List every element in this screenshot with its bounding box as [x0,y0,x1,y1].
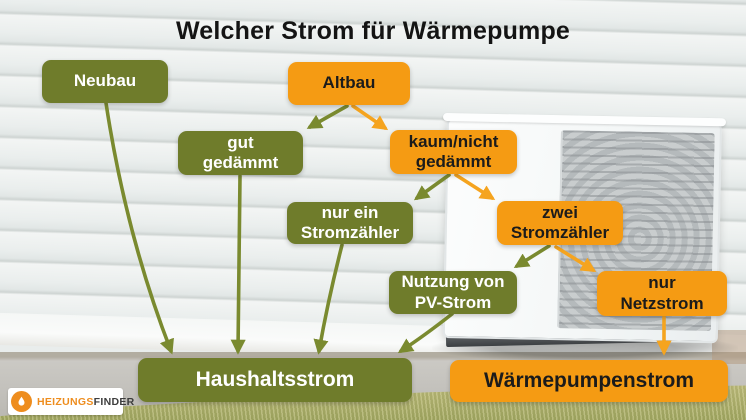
edge-zwei-stromzaehler-nur-netzstrom [554,245,597,272]
node-zwei-stromzaehler: zwei Stromzähler [497,201,623,245]
node-gut-gedaemmt: gut gedämmt [178,131,303,175]
edge-gut-gedaemmt-haushaltsstrom [230,174,246,355]
node-haushaltsstrom: Haushaltsstrom [138,358,412,402]
node-neubau: Neubau [42,60,168,103]
edge-kaum-nicht-gedaemmt-nur-ein-stromzaehler [413,173,451,201]
edge-altbau-gut-gedaemmt [306,104,349,129]
edge-altbau-kaum-nicht-gedaemmt [351,104,389,131]
logo-text-part2: FINDER [93,395,135,408]
node-nur-ein-stromzaehler: nur ein Stromzähler [287,202,413,244]
edge-nur-ein-stromzaehler-haushaltsstrom [313,243,344,355]
flame-icon [11,391,32,412]
node-kaum-nicht-gedaemmt: kaum/nicht gedämmt [390,130,517,174]
node-nutzung-pv-strom: Nutzung von PV-Strom [389,271,517,314]
heizungsfinder-logo: HEIZUNGSFINDER [8,388,134,415]
logo-text: HEIZUNGSFINDER [37,396,135,408]
node-nur-netzstrom: nur Netzstrom [597,271,727,316]
node-altbau: Altbau [288,62,410,105]
edge-zwei-stromzaehler-nutzung-pv-strom [513,244,551,269]
edge-neubau-haushaltsstrom [104,101,174,355]
node-waermepumpenstrom: Wärmepumpenstrom [450,360,728,402]
edge-kaum-nicht-gedaemmt-zwei-stromzaehler [454,173,496,201]
diagram-title: Welcher Strom für Wärmepumpe [175,17,571,45]
logo-text-part1: HEIZUNGS [37,395,94,408]
edge-nutzung-pv-strom-haushaltsstrom [397,312,454,354]
